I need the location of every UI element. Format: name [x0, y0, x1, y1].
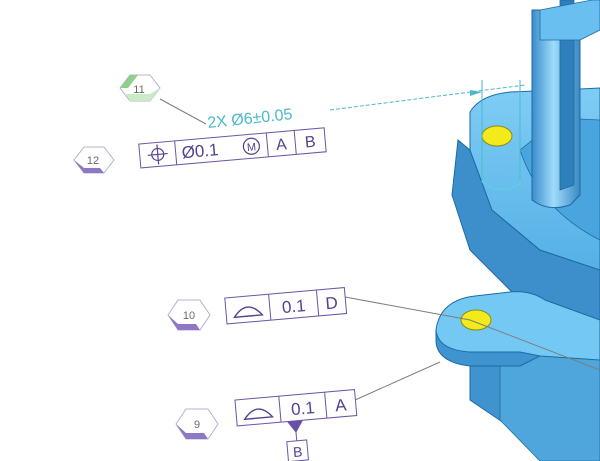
fcf-datum-primary: A	[275, 136, 287, 154]
datum-feature-label: B	[292, 443, 303, 460]
balloon-12[interactable]: 12	[73, 146, 115, 174]
balloon-label: 11	[133, 84, 144, 96]
balloon-tip-purple	[74, 160, 104, 173]
balloon-tip-green	[120, 75, 138, 88]
max-material-condition-icon: M	[242, 137, 260, 155]
dimension-arrow	[470, 90, 482, 96]
part-ear-top	[435, 291, 600, 361]
profile-of-surface-icon	[233, 306, 264, 319]
profile-of-surface-icon	[243, 408, 275, 421]
dimension-text: 2X Ø6±0.05	[207, 106, 294, 132]
fcf-datum-primary: A	[334, 395, 348, 415]
fcf-datum-primary: D	[325, 293, 339, 313]
datum-triangle-icon	[287, 420, 303, 433]
fcf-datum-secondary: B	[304, 134, 316, 152]
fcf-modifier: M	[246, 141, 256, 154]
fcf-profile-9[interactable]: 0.1 A B	[234, 389, 360, 461]
fcf-tolerance: Ø0.1	[181, 140, 219, 162]
position-icon	[147, 144, 168, 165]
fcf-10-leader	[344, 296, 471, 321]
fcf-tolerance: 0.1	[290, 398, 315, 419]
balloon-tip-purple	[176, 424, 208, 439]
balloon-label: 9	[194, 419, 200, 431]
part-tube-ring	[539, 0, 600, 41]
dimension-leader	[159, 98, 207, 125]
fcf-10-leader-ext	[469, 319, 600, 371]
fcf-profile-10[interactable]: 0.1 D	[224, 287, 348, 325]
balloon-label: 10	[183, 310, 195, 322]
fcf-tolerance: 0.1	[281, 296, 306, 317]
balloon-label: 12	[87, 155, 99, 167]
mounting-hole-upper[interactable]	[481, 125, 513, 147]
dimension-line	[329, 84, 526, 111]
part-tube-inner	[559, 0, 575, 191]
balloon-9[interactable]: 9	[175, 408, 219, 440]
fcf-position[interactable]: Ø0.1 M A B	[138, 127, 327, 169]
part-model[interactable]	[435, 0, 600, 461]
fcf-9-leader	[354, 361, 441, 401]
balloon-10[interactable]: 10	[167, 299, 211, 331]
balloon-tip-purple	[168, 315, 200, 330]
mounting-hole-lower[interactable]	[460, 309, 492, 331]
balloon-11[interactable]: 11	[119, 74, 161, 102]
